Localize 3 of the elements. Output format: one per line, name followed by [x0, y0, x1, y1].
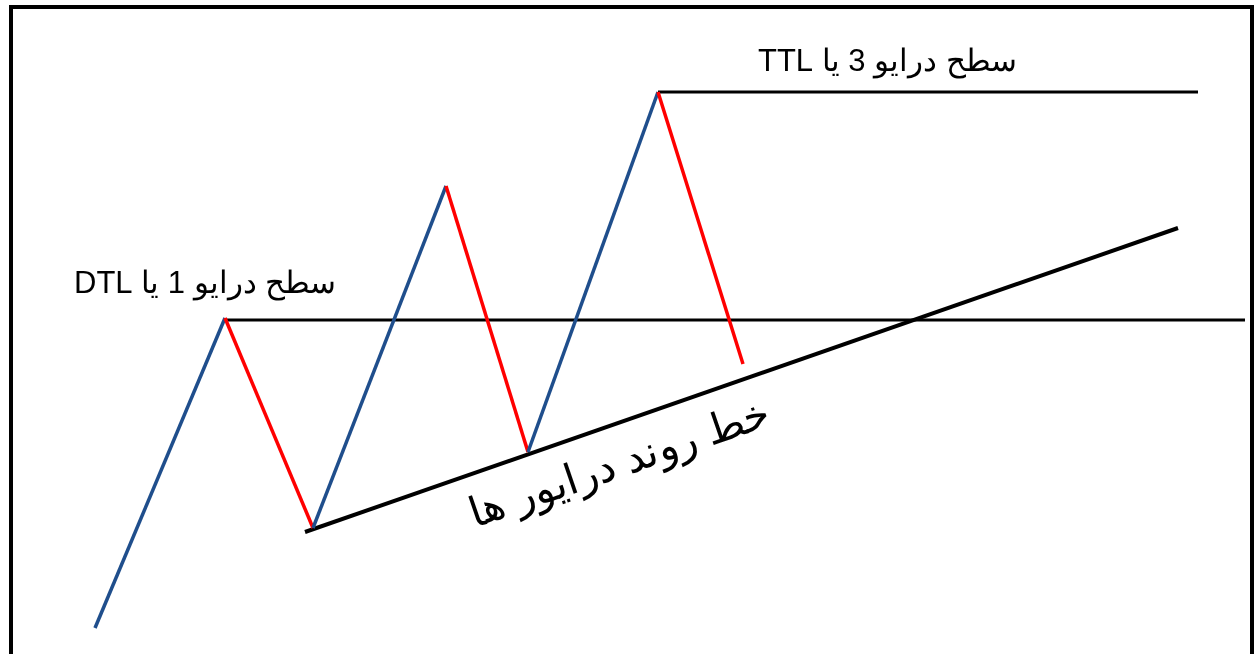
level-label: خط روند درایور ها	[463, 390, 776, 537]
level-label: سطح درایو 1 یا DTL	[74, 266, 337, 301]
level-label: سطح درایو 3 یا TTL	[758, 44, 1017, 79]
